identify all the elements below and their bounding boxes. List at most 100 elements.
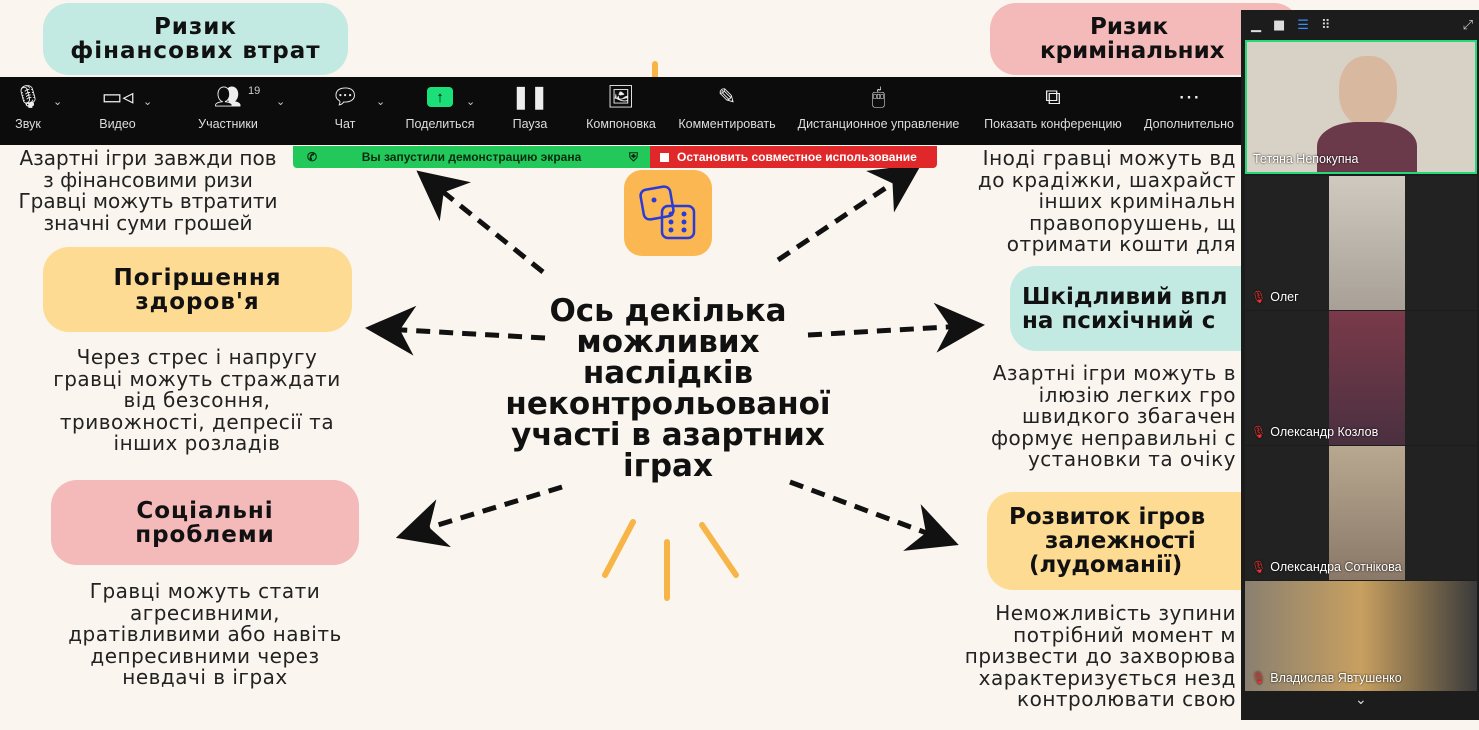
- expand-icon[interactable]: ⤢: [1462, 18, 1473, 33]
- minimize-icon[interactable]: ▁: [1251, 18, 1261, 33]
- text-line: установки та очіку: [1027, 447, 1236, 471]
- title-line: можливих: [576, 324, 760, 360]
- dice-icon: [624, 170, 712, 256]
- video-tile[interactable]: Тетяна Непокупна: [1245, 40, 1477, 174]
- text-line: інших розладів: [113, 431, 281, 455]
- video-tile[interactable]: 🎙︎Олег: [1245, 176, 1477, 310]
- muted-mic-icon: 🎙︎: [1251, 671, 1267, 685]
- card-heading: кримінальних: [1040, 38, 1225, 64]
- annotate-button[interactable]: ✎Комментировать: [676, 77, 778, 145]
- criminal-risk-text: Іноді гравці можуть вд до крадіжки, шахр…: [946, 146, 1236, 256]
- muted-mic-icon: 🎙︎: [1251, 560, 1267, 574]
- chat-button[interactable]: 💬︎Чат: [330, 77, 360, 145]
- sharing-status: Вы запустили демонстрацию экрана: [361, 150, 582, 164]
- show-meeting-button[interactable]: ⧉Показать конференцию: [980, 77, 1126, 145]
- title-line: неконтрольованої: [505, 386, 831, 422]
- participants-button[interactable]: 👥︎ Участники: [195, 77, 261, 145]
- video-tile[interactable]: 🎙︎Олександра Сотнікова: [1245, 446, 1477, 580]
- participant-name: Владислав Явтушенко: [1270, 671, 1402, 685]
- card-financial-risk: Ризик фінансових втрат: [43, 3, 348, 75]
- text-line: отримати кошти для: [1006, 232, 1236, 256]
- audio-button[interactable]: 🎙︎Звук: [8, 77, 48, 145]
- card-heading: проблеми: [135, 521, 275, 548]
- remote-control-button[interactable]: 🖱︎Дистанционное управление: [793, 77, 964, 145]
- chevron-down-icon[interactable]: ⌄: [376, 96, 386, 108]
- text-line: формує неправильні с: [990, 425, 1236, 450]
- title-line: участі в азартних: [511, 417, 825, 453]
- button-label: Участники: [198, 117, 258, 131]
- share-button[interactable]: ↑Поделиться: [404, 77, 476, 145]
- chevron-down-icon[interactable]: ⌄: [143, 96, 153, 108]
- text-line: Гравці можуть стати: [89, 579, 321, 603]
- title-line: наслідків: [582, 355, 754, 391]
- pause-icon: ❚❚: [511, 84, 549, 109]
- microphone-icon: 🎙︎: [14, 84, 42, 109]
- shield-icon: ⛨: [628, 149, 638, 164]
- arrow-top-right: [776, 163, 922, 263]
- grid-view-icon[interactable]: ⠿: [1320, 18, 1331, 33]
- card-heading: здоров'я: [135, 288, 260, 315]
- button-label: Комментировать: [678, 117, 776, 131]
- video-tile[interactable]: 🎙︎Олександр Козлов: [1245, 311, 1477, 445]
- social-text: Гравці можуть стати агресивними, дратівл…: [35, 579, 375, 689]
- text-line: Через стрес і напругу: [76, 345, 318, 369]
- text-line: депресивними через: [90, 643, 320, 668]
- chevron-down-icon[interactable]: ⌄: [466, 96, 476, 108]
- text-line: контролювати свою: [1017, 687, 1236, 711]
- text-line: правопорушень, щ: [1029, 210, 1236, 235]
- scroll-down-chevron-icon[interactable]: ⌄: [1355, 692, 1367, 708]
- chevron-down-icon[interactable]: ⌄: [276, 96, 286, 108]
- text-line: Іноді гравці можуть вд: [982, 146, 1236, 170]
- title-line: Ось декілька: [549, 293, 787, 329]
- button-label: Пауза: [512, 117, 548, 131]
- participant-name: Олександр Козлов: [1270, 425, 1379, 439]
- participant-video: [1339, 56, 1397, 126]
- button-label: Видео: [99, 117, 136, 131]
- text-line: характеризується незд: [978, 665, 1236, 690]
- text-line: гравці можуть страждати: [53, 366, 341, 391]
- text-line: потрібний момент м: [1013, 622, 1236, 647]
- card-heading: на психічний с: [1022, 307, 1216, 334]
- strip-view-icon[interactable]: ☰: [1297, 18, 1309, 33]
- card-social: Соціальні проблеми: [51, 480, 359, 565]
- text-line: від безсоння,: [123, 388, 271, 412]
- chevron-down-icon[interactable]: ⌄: [53, 96, 63, 108]
- addiction-text: Неможливість зупини потрібний момент м п…: [931, 601, 1236, 711]
- arrow-bottom-left: [395, 484, 563, 548]
- card-heading: Ризик: [153, 14, 238, 40]
- participant-count-badge: 19: [248, 85, 261, 97]
- card-heading: Шкідливий впл: [1022, 283, 1228, 310]
- arrow-bottom-right: [789, 479, 959, 551]
- participants-icon: 👥︎: [214, 84, 242, 109]
- participant-name: Олександра Сотнікова: [1270, 560, 1402, 574]
- muted-mic-icon: 🎙︎: [1251, 425, 1267, 439]
- button-label: Дистанционное управление: [797, 117, 960, 131]
- participant-video: [1329, 446, 1405, 580]
- text-line: тривожності, депресії та: [59, 409, 335, 434]
- participant-video-body: [1317, 122, 1417, 172]
- single-view-icon[interactable]: ■: [1273, 18, 1286, 33]
- layout-icon: 🖼︎: [607, 84, 635, 109]
- arrow-top-left: [416, 170, 545, 274]
- text-line: до крадіжки, шахрайст: [977, 167, 1236, 192]
- video-tile[interactable]: 🎙︎Владислав Явтушенко: [1245, 581, 1477, 691]
- more-button[interactable]: ⋯Дополнительно: [1141, 77, 1237, 145]
- title-line: іграх: [623, 448, 713, 484]
- sharing-banner: ✆ Вы запустили демонстрацию экрана ⛨: [293, 146, 650, 168]
- financial-risk-text: Азартні ігри завжди пов з фінансовими ри…: [6, 146, 290, 235]
- text-line: призвести до захворюва: [964, 644, 1236, 668]
- text-line: Азартні ігри завжди пов: [19, 146, 277, 170]
- text-line: значні суми грошей: [43, 210, 253, 235]
- video-button[interactable]: ▭◃Видео: [95, 77, 140, 145]
- card-heading: Соціальні: [136, 497, 274, 524]
- card-heading: (лудоманії): [1029, 552, 1183, 578]
- layout-button[interactable]: 🖼︎Компоновка: [583, 77, 659, 145]
- button-label: Дополнительно: [1144, 117, 1234, 131]
- stop-sharing-button[interactable]: Остановить совместное использование: [650, 146, 937, 168]
- text-line: Неможливість зупини: [995, 601, 1236, 625]
- text-line: інших кримінальн: [1038, 189, 1236, 213]
- text-line: з фінансовими ризи: [43, 167, 253, 192]
- share-screen-icon: ↑: [427, 77, 453, 117]
- pause-button[interactable]: ❚❚ Пауза: [510, 77, 550, 145]
